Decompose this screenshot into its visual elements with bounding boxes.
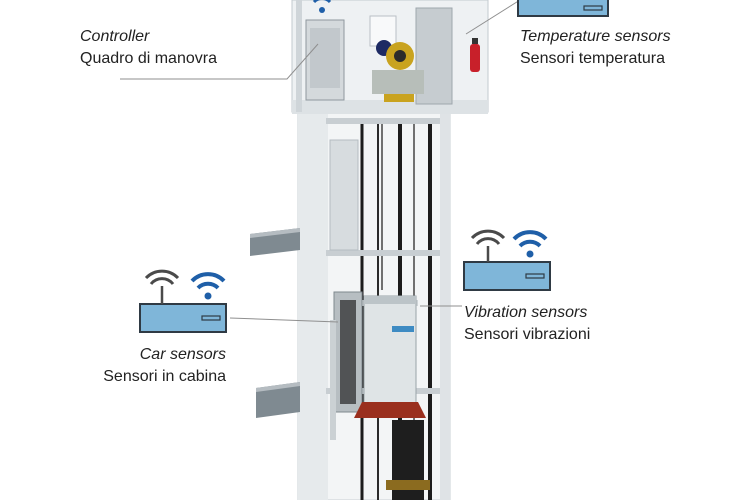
floor-landings [250, 228, 300, 418]
wifi-icon [190, 272, 226, 300]
wifi-icon [470, 229, 506, 262]
temperature-label-it: Sensori temperatura [520, 50, 665, 67]
sensor-router-temperature [517, 0, 609, 17]
car-label: Car sensors Sensori in cabina [76, 344, 226, 388]
controller-label-it: Quadro di manovra [80, 50, 217, 67]
wifi-icon [312, 0, 332, 13]
vibration-label-it: Sensori vibrazioni [464, 326, 591, 343]
wifi-icon [512, 230, 548, 258]
controller-label: Controller Quadro di manovra [80, 26, 266, 70]
vibration-label: Vibration sensors Sensori vibrazioni [464, 302, 590, 346]
elevator-shaft [297, 107, 451, 500]
sensor-router-car [139, 269, 227, 333]
temperature-label: Temperature sensors Sensori temperatura [520, 26, 671, 70]
controller-label-en: Controller [80, 28, 150, 45]
gear-motor-icon [372, 40, 424, 102]
elevator-car [330, 291, 426, 440]
wifi-icon [144, 269, 180, 304]
car-label-it: Sensori in cabina [103, 368, 226, 385]
temperature-label-en: Temperature sensors [520, 28, 671, 45]
vibration-label-en: Vibration sensors [464, 304, 588, 321]
fire-extinguisher-icon [470, 38, 480, 72]
car-label-en: Car sensors [139, 346, 226, 363]
controller-cabinet [305, 19, 345, 101]
leader-lines [120, 0, 521, 323]
sensor-router-vibration [463, 229, 551, 291]
